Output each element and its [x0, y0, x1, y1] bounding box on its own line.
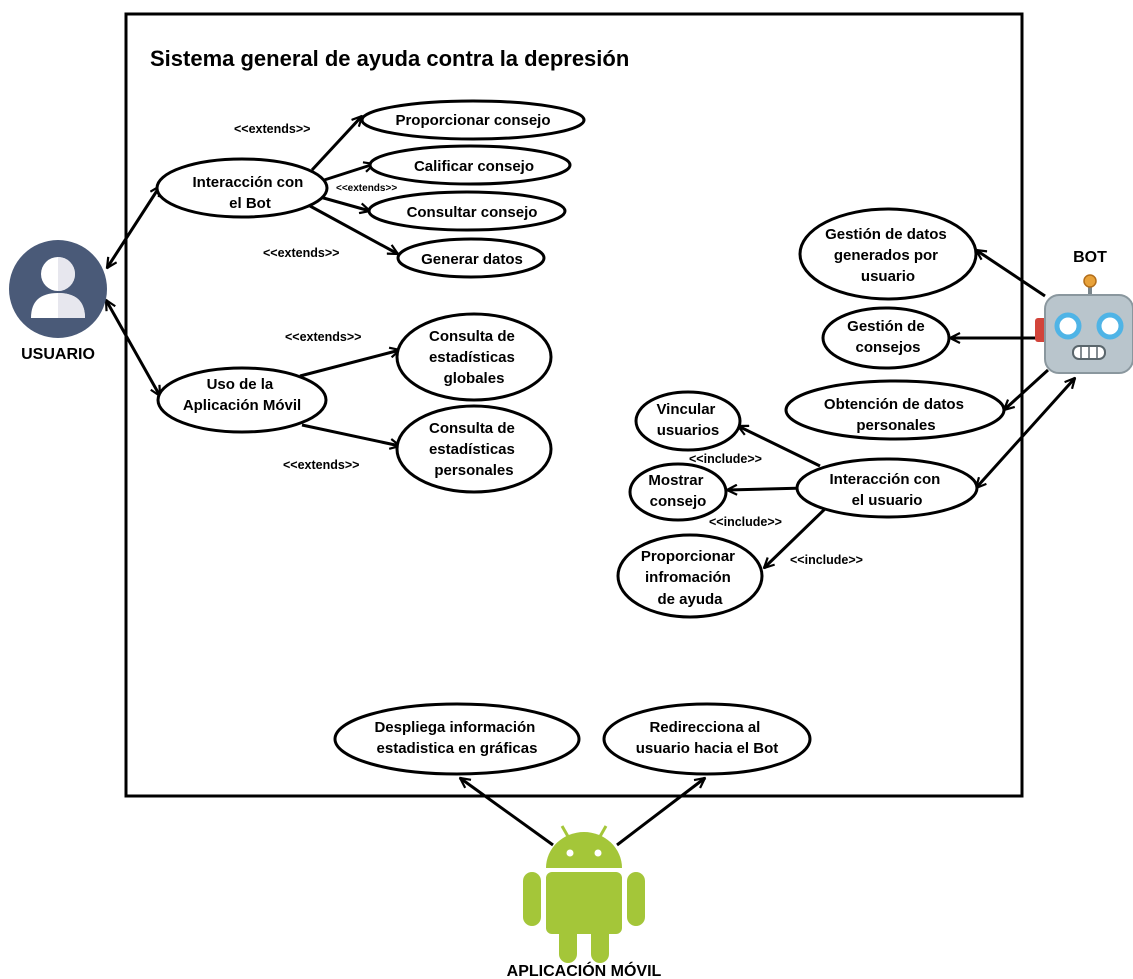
uc-calificar-consejo	[368, 144, 572, 186]
uc-interaccion-bot-label: Interacción con el Bot	[192, 174, 307, 212]
uc-est-globales	[395, 312, 553, 402]
stereotype-extends-calificar: <<extends>>	[336, 183, 397, 194]
uc-obtencion-datos	[784, 379, 1006, 441]
extend-est-personales	[301, 423, 400, 446]
uc-consultar-consejo	[367, 190, 567, 232]
use-cases	[155, 99, 1006, 776]
assoc-app-redirecciona	[616, 778, 705, 847]
uc-despliega	[333, 702, 581, 776]
uc-proporcionar-consejo	[360, 99, 586, 141]
uc-mostrar	[628, 462, 728, 522]
connectors	[104, 116, 1075, 847]
assoc-app-despliega	[460, 778, 554, 847]
uc-generar-datos	[396, 237, 546, 279]
assoc-usuario-uso-app	[104, 300, 162, 396]
extend-generar-datos	[309, 204, 398, 256]
uc-interaccion-usuario-label: Interacción con el usuario	[829, 471, 944, 509]
uc-uso-app-label: Uso de la Aplicación Móvil	[183, 376, 301, 414]
uc-despliega-label: Despliega información estadistica en grá…	[374, 719, 539, 757]
uc-obtencion-datos-label: Obtención de datos personales	[824, 396, 968, 434]
extend-est-globales	[299, 350, 400, 378]
extend-proporcionar-consejo	[310, 116, 362, 172]
uc-gestion-consejos	[821, 306, 951, 370]
uc-redirecciona	[602, 702, 812, 776]
actor-usuario-label: USUARIO	[21, 346, 95, 363]
include-mostrar	[727, 488, 807, 490]
uc-est-personales	[395, 404, 553, 494]
extend-consultar-consejo	[319, 195, 370, 211]
uc-gestion-datos-label: Gestión de datos generados por usuario	[825, 226, 951, 285]
assoc-bot-gestion-datos	[976, 250, 1046, 298]
stereotype-extends-personales: <<extends>>	[283, 458, 359, 472]
stereotype-include-vincular: <<include>>	[689, 452, 762, 466]
uc-est-personales-label: Consulta de estadísticas personales	[429, 420, 519, 479]
stereotype-include-info: <<include>>	[790, 553, 863, 567]
uc-interaccion-usuario	[795, 457, 979, 519]
system-title: Sistema general de ayuda contra la depre…	[150, 46, 629, 71]
uc-gestion-datos	[798, 207, 978, 301]
uc-est-globales-label: Consulta de estadísticas globales	[429, 328, 519, 387]
robot-icon	[1035, 274, 1133, 374]
uc-vincular-label: Vincular usuarios	[656, 401, 719, 439]
uc-uso-app	[156, 366, 328, 434]
actor-app: APLICACIÓN MÓVIL	[507, 825, 662, 979]
uc-vincular	[634, 390, 742, 452]
uc-proporcionar-info	[616, 533, 764, 619]
stereotype-extends-proporcionar: <<extends>>	[234, 122, 310, 136]
uc-proporcionar-consejo-label: Proporcionar consejo	[395, 112, 550, 129]
actor-usuario: USUARIO	[9, 240, 107, 363]
uc-generar-datos-label: Generar datos	[421, 251, 523, 268]
uc-interaccion-bot	[155, 157, 329, 219]
user-avatar-icon	[9, 240, 107, 338]
actor-bot-label: BOT	[1073, 249, 1107, 266]
assoc-bot-interaccion-usuario	[976, 378, 1075, 488]
stereotype-extends-globales: <<extends>>	[285, 330, 361, 344]
assoc-usuario-interaccion-bot	[107, 186, 160, 268]
android-icon	[523, 825, 645, 963]
uc-consultar-consejo-label: Consultar consejo	[407, 204, 538, 221]
include-vincular	[738, 424, 821, 468]
include-proporcionar-info	[764, 504, 830, 568]
uc-redirecciona-label: Redirecciona al usuario hacia el Bot	[636, 719, 779, 757]
uc-proporcionar-info-label: Proporcionar infromación de ayuda	[641, 548, 739, 608]
uc-gestion-consejos-label: Gestión de consejos	[847, 318, 929, 356]
uc-mostrar-label: Mostrar consejo	[648, 472, 707, 510]
actor-app-label: APLICACIÓN MÓVIL	[507, 961, 662, 979]
actor-bot: BOT	[1035, 249, 1133, 374]
stereotype-extends-generar: <<extends>>	[263, 246, 339, 260]
stereotype-include-mostrar: <<include>>	[709, 515, 782, 529]
uc-calificar-consejo-label: Calificar consejo	[414, 158, 534, 175]
extend-calificar-consejo	[317, 164, 374, 184]
